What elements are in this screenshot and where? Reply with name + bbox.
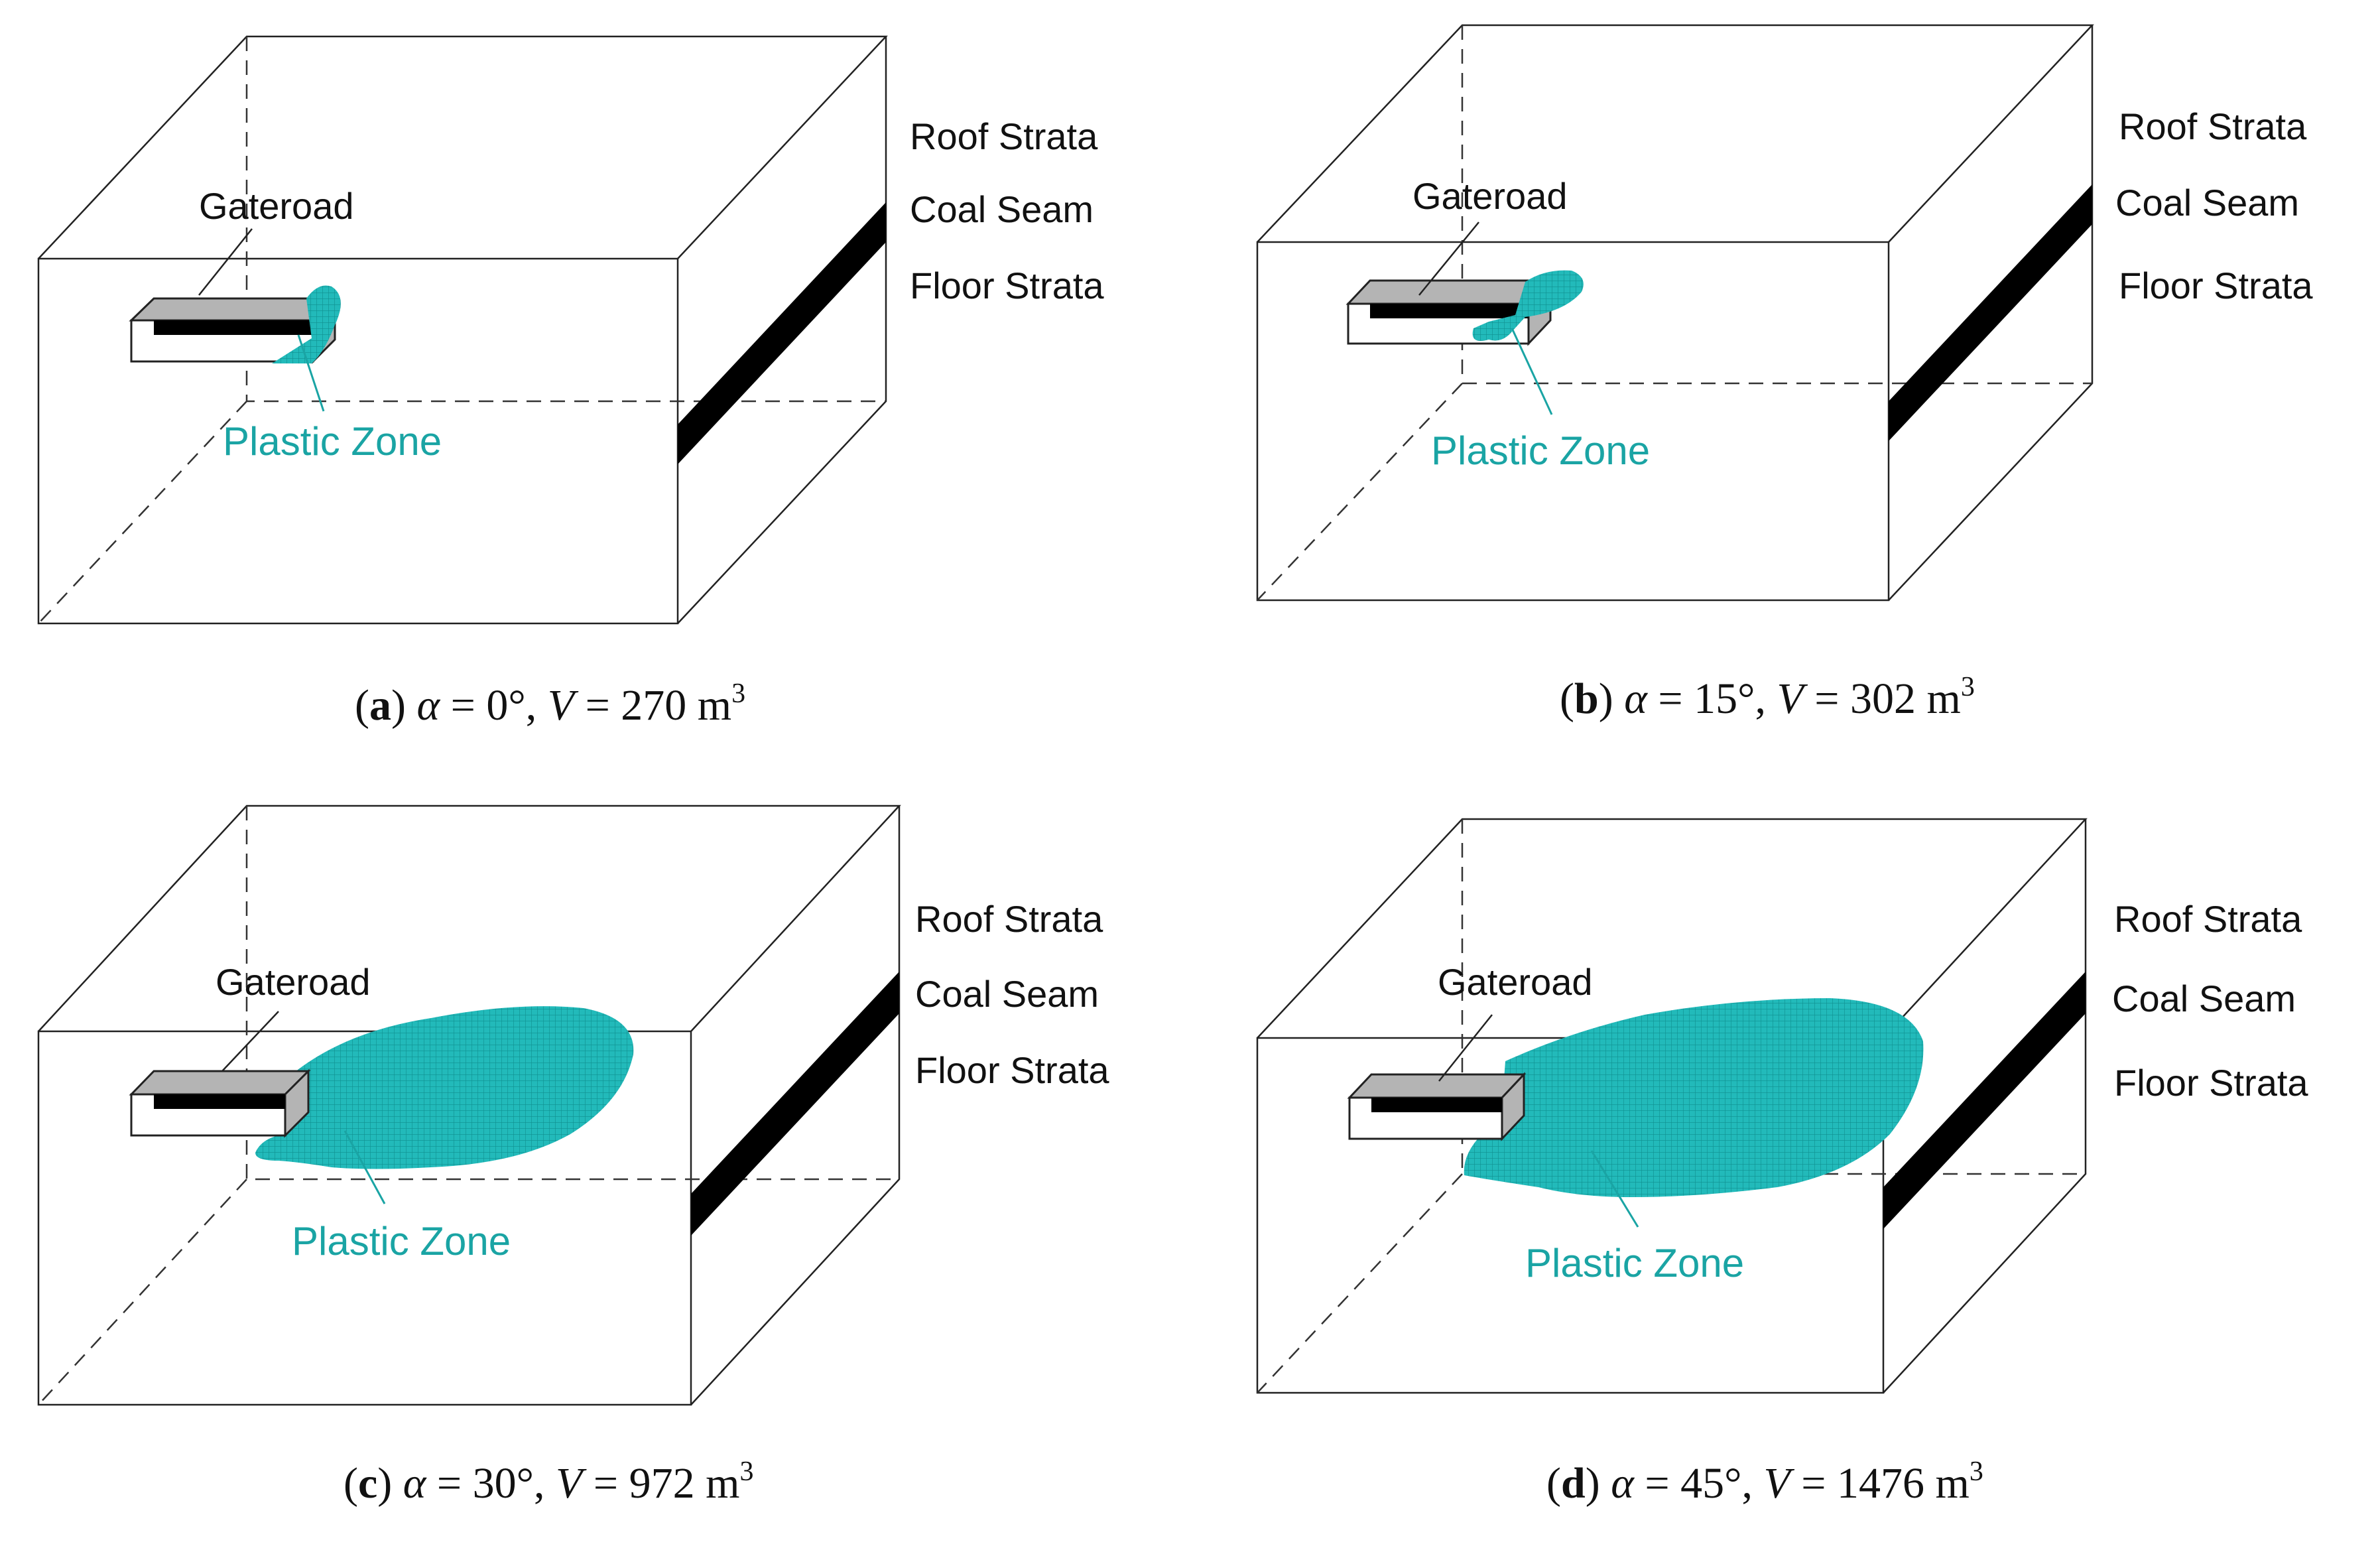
caption: (a) α = 0°, V = 270 m3 <box>355 678 745 730</box>
floor-strata-label: Floor Strata <box>2114 1062 2308 1104</box>
coal-seam-band <box>691 972 899 1236</box>
plastic-zone-leader <box>344 1130 386 1204</box>
gateroad-block <box>129 1068 311 1138</box>
coal-seam-label: Coal Seam <box>915 973 1099 1015</box>
gateroad-label: Gateroad <box>1438 961 1593 1003</box>
plastic-zone-shape <box>255 1006 634 1169</box>
coal-seam-label: Coal Seam <box>910 188 1094 230</box>
coal-seam-band <box>678 202 886 464</box>
model-box <box>37 35 888 625</box>
plastic-zone-label: Plastic Zone <box>1431 428 1650 473</box>
panel-c: Gateroad Plastic Zone Roof Strata Coal S… <box>37 805 1109 1508</box>
gateroad-leader <box>198 228 253 296</box>
coal-seam-label: Coal Seam <box>2112 978 2296 1019</box>
coal-seam-band <box>1889 184 2092 441</box>
roof-strata-label: Roof Strata <box>915 898 1103 940</box>
plastic-zone-leader <box>1590 1150 1639 1228</box>
caption: (c) α = 30°, V = 972 m3 <box>344 1456 753 1508</box>
plastic-zone-leader <box>1511 328 1553 415</box>
model-box <box>1256 24 2094 602</box>
roof-strata-label: Roof Strata <box>2119 105 2307 147</box>
plastic-zone-leader <box>297 334 325 412</box>
plastic-zone-label: Plastic Zone <box>1525 1241 1744 1285</box>
gateroad-label: Gateroad <box>1412 175 1568 217</box>
caption: (d) α = 45°, V = 1476 m3 <box>1546 1456 1983 1508</box>
gateroad-leader <box>1438 1014 1493 1082</box>
plastic-zone-shape <box>1464 998 1924 1197</box>
coal-seam-label: Coal Seam <box>2115 182 2299 224</box>
caption: (b) α = 15°, V = 302 m3 <box>1560 672 1975 723</box>
model-box <box>1256 818 2088 1394</box>
roof-strata-label: Roof Strata <box>910 115 1098 157</box>
gateroad-label: Gateroad <box>199 185 354 227</box>
plastic-zone-shape <box>1472 270 1584 341</box>
coal-seam-band <box>1883 972 2086 1229</box>
floor-strata-label: Floor Strata <box>910 265 1104 306</box>
floor-strata-label: Floor Strata <box>2119 265 2313 306</box>
panel-a: Gateroad Plastic Zone Roof Strata Coal S… <box>37 35 1104 730</box>
floor-strata-label: Floor Strata <box>915 1049 1109 1091</box>
plastic-zone-label: Plastic Zone <box>292 1219 511 1263</box>
plastic-zone-shape <box>272 285 341 363</box>
panel-b: Gateroad Plastic Zone Roof Strata Coal S… <box>1256 24 2313 723</box>
roof-strata-label: Roof Strata <box>2114 898 2302 940</box>
gateroad-leader <box>1418 222 1479 296</box>
gateroad-leader <box>221 1011 279 1072</box>
gateroad-block <box>1347 1072 1527 1141</box>
panel-d: Gateroad Plastic Zone Roof Strata Coal S… <box>1256 818 2308 1508</box>
gateroad-label: Gateroad <box>216 961 371 1003</box>
plastic-zone-label: Plastic Zone <box>223 419 442 464</box>
